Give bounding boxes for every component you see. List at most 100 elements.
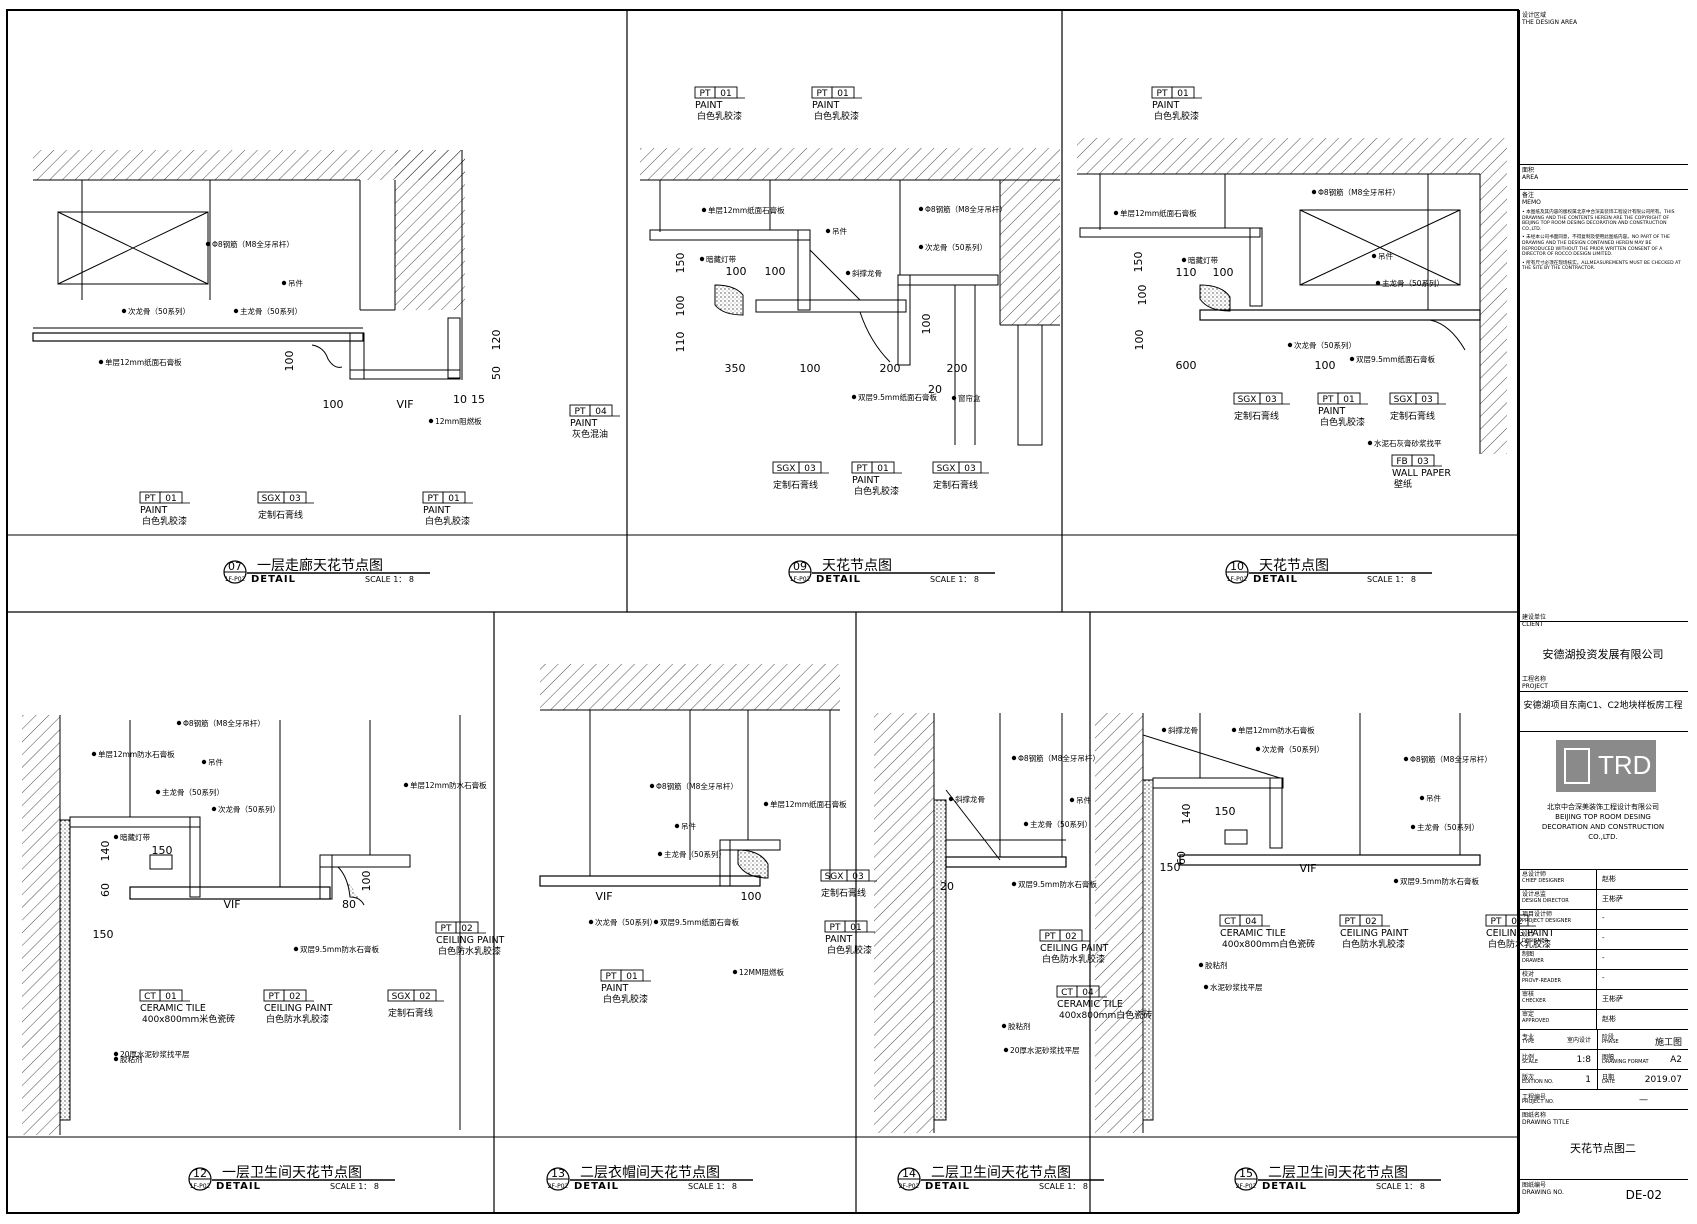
detail-07-tag-0-no-box xyxy=(159,491,183,504)
client-value: 安德湖投资发展有限公司 xyxy=(1542,648,1664,661)
detail-15-note-8: 水泥砂浆找平层 xyxy=(1210,982,1263,992)
detail-10-sheet-ref: 1F-P02 xyxy=(1227,576,1248,583)
detail-09-note-4: 斜撑龙骨 xyxy=(852,268,882,278)
detail-13-tag-0-code: PT xyxy=(606,972,617,982)
detail-09-note-5: 次龙骨（50系列） xyxy=(925,242,987,252)
role-value: 赵彬 xyxy=(1602,875,1616,883)
project-cell: 安德湖项目东南C1、C2地块样板房工程 xyxy=(1518,692,1688,732)
detail-14-note-1: 斜撑龙骨 xyxy=(955,794,985,804)
detail-07-tag-1-code: SGX xyxy=(262,494,281,504)
role-separator xyxy=(1596,1010,1597,1030)
detail-15-note-2: 次龙骨（50系列） xyxy=(1262,744,1324,754)
detail-15-tag-1-no-box xyxy=(1359,914,1383,927)
detail-10-tag-3-desc: 定制石膏线 xyxy=(1390,410,1435,422)
detail-12-note-6-dot xyxy=(113,834,119,840)
detail-15-tag-0-desc: 400x800mm白色瓷砖 xyxy=(1222,938,1315,950)
detail-09-note-7: 窗帘盒 xyxy=(958,393,981,403)
detail-10-note-5: 次龙骨（50系列） xyxy=(1294,340,1356,350)
detail-12-tag-3-desc: 定制石膏线 xyxy=(388,1007,433,1019)
area-en: AREA xyxy=(1522,174,1539,181)
detail-12-dim-1: 150 xyxy=(152,844,173,857)
detail-10-dim-2: 110 xyxy=(1176,266,1197,279)
role-cn: 设计 xyxy=(1522,931,1535,938)
detail-10-note-6-dot xyxy=(1349,356,1355,362)
detail-14-dim-0: 20 xyxy=(940,880,954,893)
detail-14-note-1-dot xyxy=(948,796,954,802)
detail-09-tag-1-no-box xyxy=(831,86,855,99)
detail-14-tag-1-no: 04 xyxy=(1082,988,1094,998)
detail-07-tag-3-no-box xyxy=(589,404,613,417)
detail-10-note-4-dot xyxy=(1375,280,1381,286)
detail-12-note-8-dot xyxy=(113,1056,119,1062)
client-en: CLIENT xyxy=(1522,621,1544,628)
detail-10-tag-3-code: SGX xyxy=(1394,395,1413,405)
detail-10-tag-0-name: PAINT xyxy=(1152,100,1180,111)
detail-14-scale: SCALE 1： 8 xyxy=(1039,1182,1088,1191)
detail-10-tag-2-code: PT xyxy=(1323,395,1334,405)
detail-12-title: 一层卫生间天花节点图 xyxy=(222,1165,362,1181)
detail-07-tag-1-no-box xyxy=(283,491,307,504)
detail-13-drawing xyxy=(539,664,840,887)
role-cn: 总设计师 xyxy=(1522,871,1547,878)
detail-07-scale: SCALE 1： 8 xyxy=(365,575,414,584)
date-en: DATE xyxy=(1602,1079,1616,1085)
detail-15-note-8-dot xyxy=(1203,984,1209,990)
detail-12-sheet-ref: 1F-P02 xyxy=(190,1183,211,1190)
detail-13-note-2-dot xyxy=(763,801,769,807)
detail-07-number: 07 xyxy=(228,560,242,573)
detail-09-sheet-ref: 1F-P02 xyxy=(790,576,811,583)
scale-cn: 比例 xyxy=(1522,1054,1535,1061)
detail-13-number: 13 xyxy=(551,1167,565,1180)
detail-10-dim-3: 100 xyxy=(1213,266,1234,279)
detail-12-scale: SCALE 1： 8 xyxy=(330,1182,379,1191)
detail-07-note-0: Φ8钢筋（M8全牙吊杆） xyxy=(212,239,294,249)
detail-15-tag-1-desc: 白色防水乳胶漆 xyxy=(1342,938,1405,950)
detail-15-note-7-dot xyxy=(1198,962,1204,968)
project-value: 安德湖项目东南C1、C2地块样板房工程 xyxy=(1523,701,1683,711)
detail-10-drawing xyxy=(1077,138,1507,454)
memo-en: MEMO xyxy=(1522,199,1541,206)
detail-09-note-2: 吊件 xyxy=(832,226,847,236)
detail-07-tag-2-code: PT xyxy=(428,494,439,504)
detail-09-dim-4: 100 xyxy=(765,265,786,278)
type-value: 室内设计 xyxy=(1566,1037,1591,1044)
detail-12-tag-0-name: CEILING PAINT xyxy=(436,935,505,946)
company-cn: 北京中合深美装饰工程设计有限公司 xyxy=(1547,803,1659,811)
detail-07-note-5-dot xyxy=(428,418,434,424)
role-en: DESIGNER xyxy=(1522,938,1548,944)
role-cn: 审核 xyxy=(1522,991,1535,998)
detail-14-tag-1-name: CERAMIC TILE xyxy=(1057,999,1123,1010)
role-en: CHECKER xyxy=(1522,998,1546,1004)
detail-10-tag-2-no-box xyxy=(1337,392,1361,405)
detail-10-note-1: Φ8钢筋（M8全牙吊杆） xyxy=(1318,187,1400,197)
detail-10-tag-1-desc: 定制石膏线 xyxy=(1234,410,1279,422)
detail-10-note-6: 双层9.5mm纸面石膏板 xyxy=(1356,354,1436,364)
detail-13-note-6: 12MM阻燃板 xyxy=(739,967,784,977)
detail-10-tag-2-desc: 白色乳胶漆 xyxy=(1320,416,1365,428)
role-value: 王彬萨 xyxy=(1602,895,1623,903)
detail-10-dim-4: 100 xyxy=(1133,330,1146,351)
detail-12-dim-6: 150 xyxy=(93,928,114,941)
detail-15-note-4-dot xyxy=(1419,795,1425,801)
detail-09-tag-0-name: PAINT xyxy=(695,100,723,111)
detail-12-tag-3-no-box xyxy=(413,989,437,1002)
detail-14-tag-0-code: PT xyxy=(1045,932,1056,942)
role-value: - xyxy=(1602,974,1605,982)
scale-en: SCALE xyxy=(1522,1059,1539,1065)
phase-value: 施工图 xyxy=(1654,1038,1682,1048)
detail-13-scale: SCALE 1： 8 xyxy=(688,1182,737,1191)
detail-09-note-6-dot xyxy=(851,394,857,400)
detail-15-tag-1-code: PT xyxy=(1345,917,1356,927)
detail-15-note-3-dot xyxy=(1403,756,1409,762)
detail-14-note-3-dot xyxy=(1023,821,1029,827)
detail-13-tag-0-no: 01 xyxy=(626,972,637,982)
detail-12-dim-4: 80 xyxy=(342,898,356,911)
detail-15-title: 二层卫生间天花节点图 xyxy=(1268,1165,1408,1181)
role-value: 王彬萨 xyxy=(1602,995,1623,1003)
detail-13-note-0-dot xyxy=(649,783,655,789)
